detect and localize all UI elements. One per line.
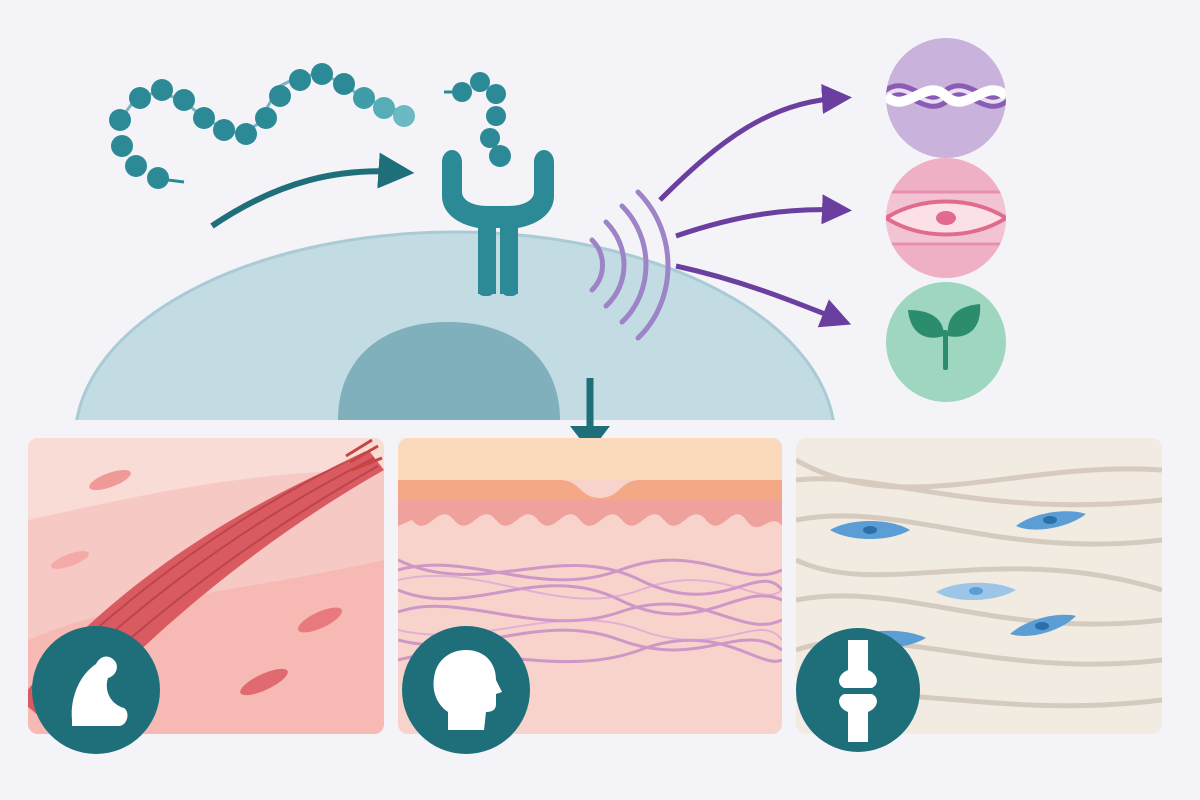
tissue-badge-connective [796,628,920,752]
outcome-dna [886,38,1006,158]
knee-joint-icon [839,640,877,742]
flexed-arm-icon [71,656,128,726]
bound-peptide-icon [444,72,511,167]
nucleus [338,322,560,420]
head-profile-icon [433,650,502,730]
arrow-to-dna [658,84,852,202]
peptide-chain-icon [109,63,415,189]
spindle-cell-icon [886,190,1006,246]
binding-arrow [210,152,415,229]
arrow-to-leaf [675,263,852,328]
tissue-panel-muscle [28,438,384,754]
outcome-cell [886,158,1006,278]
tissue-panel-connective [796,438,1162,752]
arrow-to-cell [675,194,852,239]
signal-waves-icon [589,189,671,341]
leaf-icon [908,304,981,370]
receptor-icon [442,150,554,296]
fiber-bundles [796,457,1162,709]
dna-helix-icon [886,83,1006,109]
signal-arrows [658,84,852,328]
outcome-leaf [886,282,1006,402]
tissue-panel-skin [398,438,782,754]
